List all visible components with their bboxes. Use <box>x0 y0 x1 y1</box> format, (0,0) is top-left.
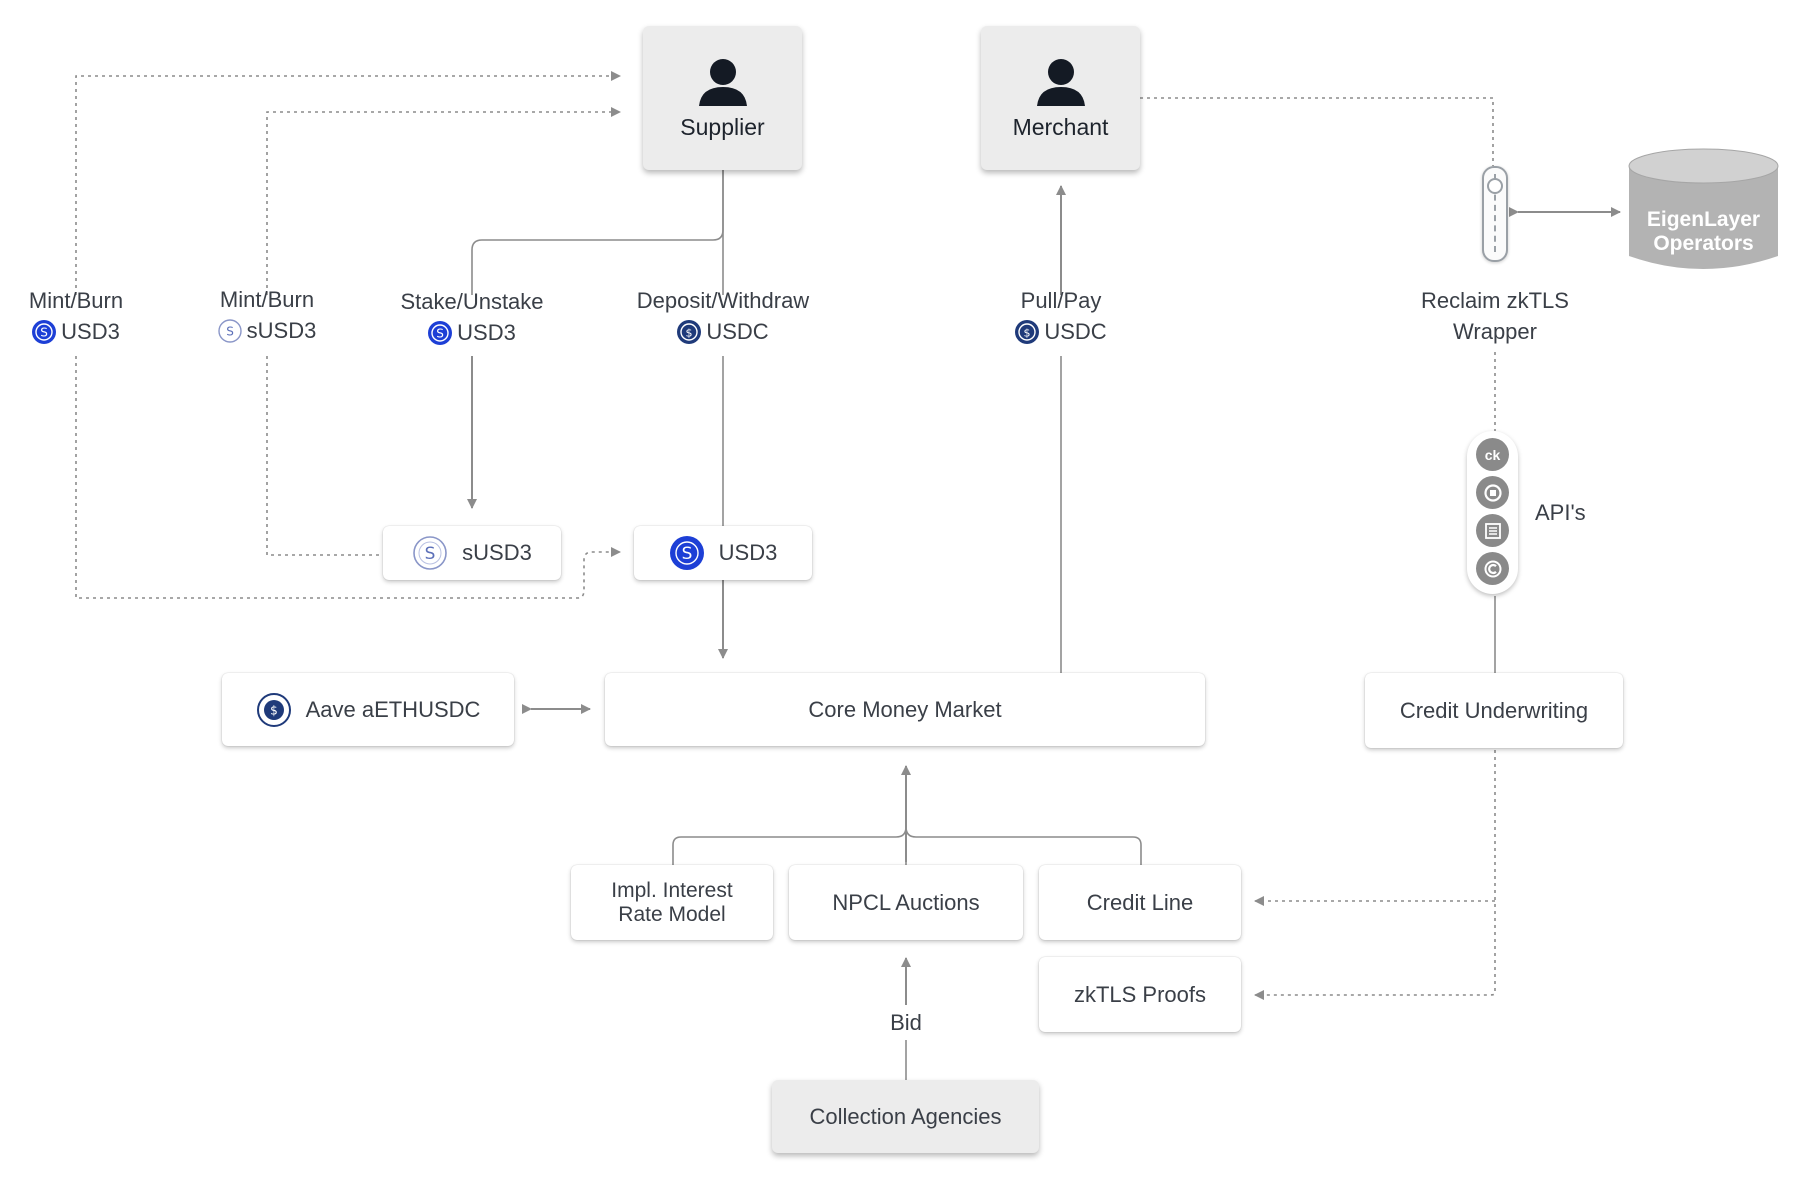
credit-line-node[interactable]: Credit Line <box>1039 865 1241 940</box>
susd3-node[interactable]: S sUSD3 <box>383 526 561 580</box>
svg-text:S: S <box>40 325 48 339</box>
api-icons-group: ck <box>1467 431 1518 594</box>
merchant-label: Merchant <box>1012 113 1109 140</box>
bank-icon <box>1476 514 1509 547</box>
stake-unstake-token: USD3 <box>457 320 516 345</box>
credit-underwriting-label: Credit Underwriting <box>1399 697 1589 723</box>
core-money-market-node[interactable]: Core Money Market <box>605 673 1205 746</box>
merchant-node[interactable]: Merchant <box>981 26 1140 170</box>
svg-text:S: S <box>681 544 692 564</box>
interest-rate-line2: Rate Model <box>618 902 726 926</box>
zktls-proofs-label: zkTLS Proofs <box>1073 981 1207 1007</box>
supplier-label: Supplier <box>680 113 765 140</box>
usdc-coin-icon: $ <box>677 319 702 344</box>
credit-line-label: Credit Line <box>1086 889 1194 915</box>
c-icon <box>1476 552 1509 585</box>
eigenlayer-node[interactable]: EigenLayer Operators <box>1628 208 1779 256</box>
svg-text:S: S <box>425 544 436 564</box>
database-icon <box>1628 148 1779 269</box>
stake-unstake-label: Stake/Unstake S USD3 <box>387 286 557 353</box>
usd3-coin-icon: S <box>428 320 453 345</box>
usd3-node-label: USD3 <box>718 540 778 565</box>
aave-node[interactable]: $ Aave aETHUSDC <box>222 673 514 746</box>
eigenlayer-line2: Operators <box>1653 232 1754 255</box>
npcl-auctions-label: NPCL Auctions <box>832 889 980 915</box>
usd3-coin-icon: S <box>32 319 57 344</box>
zktls-proofs-node[interactable]: zkTLS Proofs <box>1039 957 1241 1032</box>
pull-pay-token: USDC <box>1044 319 1107 344</box>
user-icon <box>1036 58 1085 106</box>
interest-rate-line1: Impl. Interest <box>611 878 733 902</box>
svg-text:$: $ <box>1024 326 1031 339</box>
mint-burn-action: Mint/Burn <box>28 288 124 313</box>
credit-underwriting-node[interactable]: Credit Underwriting <box>1365 673 1623 748</box>
collection-agencies-label: Collection Agencies <box>809 1103 1002 1129</box>
reclaim-wrapper-icon <box>1482 166 1508 262</box>
square-icon <box>1476 476 1509 509</box>
svg-text:S: S <box>226 324 234 338</box>
reclaim-wrapper-label: Reclaim zkTLS Wrapper <box>1405 285 1585 347</box>
ck-icon: ck <box>1476 438 1509 471</box>
reclaim-line2: Wrapper <box>1453 319 1537 344</box>
deposit-withdraw-action: Deposit/Withdraw <box>636 288 810 313</box>
svg-text:$: $ <box>270 703 278 717</box>
usd3-coin-icon: S <box>669 536 704 570</box>
mint-burn-susd3-label: Mint/Burn S sUSD3 <box>207 284 327 351</box>
deposit-withdraw-token: USDC <box>706 319 769 344</box>
eigenlayer-line1: EigenLayer <box>1646 208 1761 231</box>
interest-rate-model-node[interactable]: Impl. Interest Rate Model <box>571 865 773 940</box>
susd3-coin-icon: S <box>217 318 242 343</box>
mint-burn-token: USD3 <box>61 319 120 344</box>
collection-agencies-node[interactable]: Collection Agencies <box>772 1080 1039 1153</box>
susd3-coin-icon: S <box>413 536 447 570</box>
deposit-withdraw-label: Deposit/Withdraw $ USDC <box>613 285 833 352</box>
reclaim-line1: Reclaim zkTLS <box>1421 288 1569 313</box>
usdc-coin-icon: $ <box>1015 319 1040 344</box>
svg-text:S: S <box>436 326 444 340</box>
aave-coin-icon: $ <box>256 692 291 727</box>
stake-unstake-action: Stake/Unstake <box>400 289 544 314</box>
pull-pay-label: Pull/Pay $ USDC <box>996 285 1126 352</box>
supplier-node[interactable]: Supplier <box>643 26 802 170</box>
usd3-node[interactable]: S USD3 <box>634 526 812 580</box>
pull-pay-action: Pull/Pay <box>1020 288 1102 313</box>
apis-label: API's <box>1535 500 1586 525</box>
bid-label: Bid <box>890 1010 922 1035</box>
mint-burn-token: sUSD3 <box>246 318 317 343</box>
user-icon <box>698 58 747 106</box>
core-money-market-label: Core Money Market <box>808 696 1002 722</box>
susd3-node-label: sUSD3 <box>462 540 532 565</box>
mint-burn-action: Mint/Burn <box>219 287 315 312</box>
aave-node-label: Aave aETHUSDC <box>305 696 481 722</box>
mint-burn-usd3-label: Mint/Burn S USD3 <box>16 285 136 352</box>
svg-text:$: $ <box>686 326 693 339</box>
npcl-auctions-node[interactable]: NPCL Auctions <box>789 865 1023 940</box>
